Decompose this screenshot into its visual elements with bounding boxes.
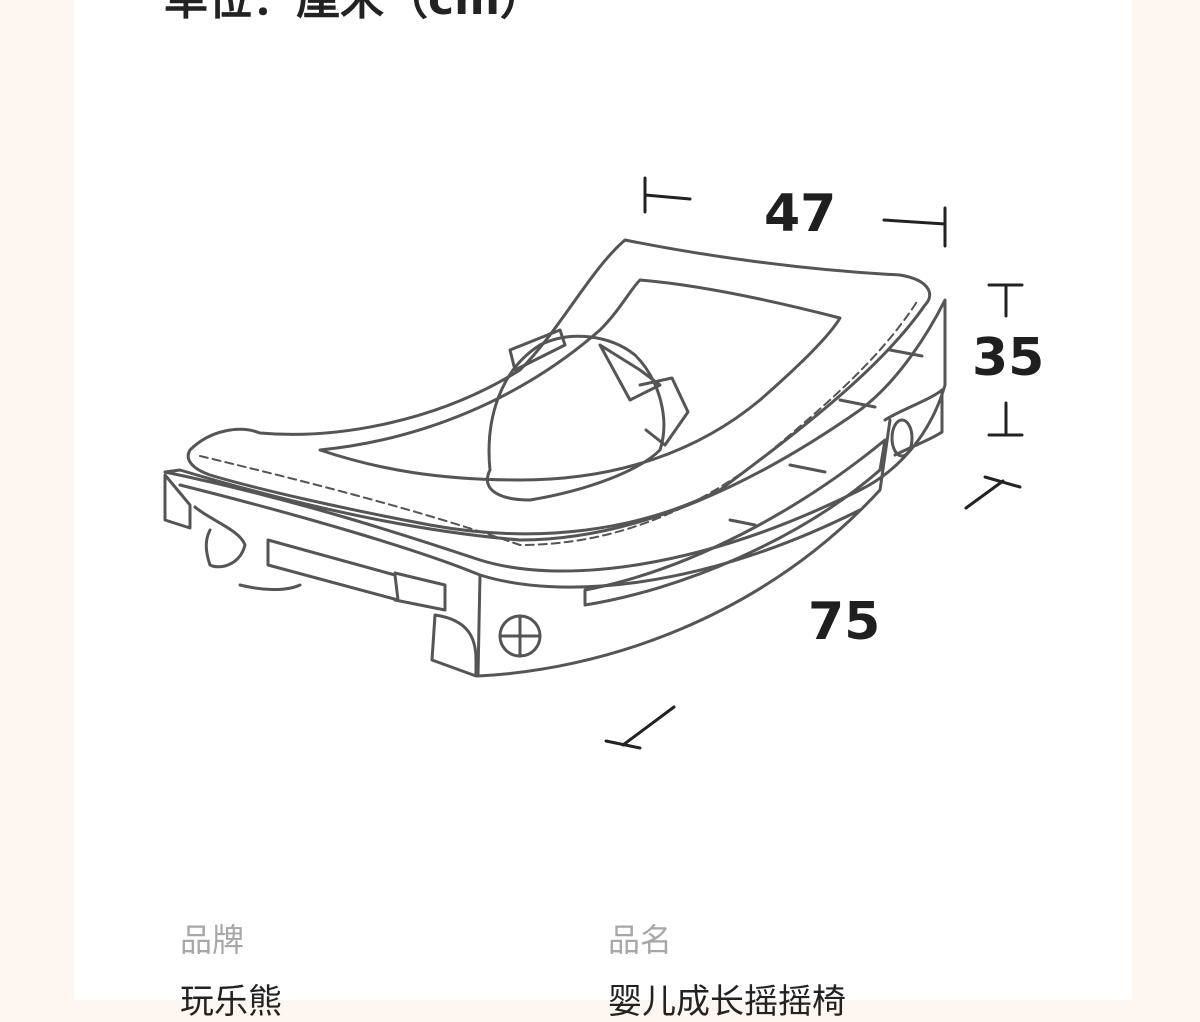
product-detail-card: 单位：厘米（cm） [74,0,1132,1019]
spec-brand-label: 品牌 [180,921,245,959]
dimension-markers [604,176,1024,750]
chair-base [163,298,947,678]
dimension-length-label: 75 [808,592,881,652]
spec-product-name-label: 品名 [608,921,673,959]
seat-cushion [186,238,932,546]
spec-product-name-value: 婴儿成长摇摇椅 [608,982,846,1022]
dimension-width-label: 47 [764,184,837,244]
rocking-chair-illustration [163,176,1024,750]
spec-brand-value: 玩乐熊 [180,982,282,1022]
dimension-height-label: 35 [972,328,1045,388]
harness-strap [486,328,690,502]
unit-heading: 单位：厘米（cm） [164,0,544,30]
